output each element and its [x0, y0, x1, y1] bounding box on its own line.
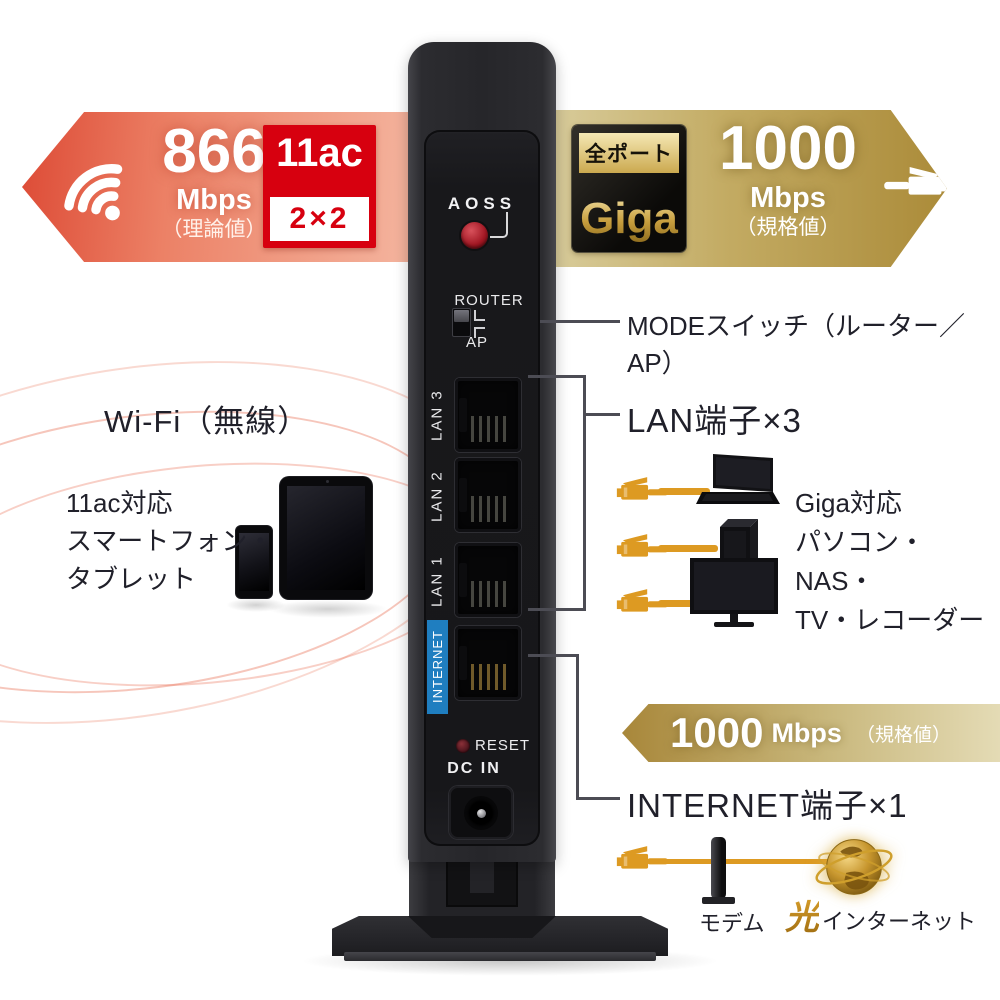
mode-switch-tick-bottom [474, 327, 485, 338]
internet-callout-stub [576, 797, 620, 800]
lan-cable [658, 545, 718, 552]
lan-cable [658, 488, 710, 495]
tablet-icon [280, 477, 372, 599]
wifi-speed-value: 866 [162, 117, 266, 186]
wifi-devices-line1: 11ac対応 [66, 488, 173, 518]
aoss-label: AOSS [447, 194, 517, 213]
giga-devices-text: Giga対応 パソコン・NAS・ TV・レコーダー [795, 484, 1000, 640]
phone-shadow [226, 598, 286, 612]
giga-speed-value: 1000 [719, 114, 857, 183]
badge-11ac: 11ac 2×2 [263, 125, 376, 248]
lan3-port [455, 378, 521, 452]
reset-button [456, 739, 470, 753]
mode-callout-text: MODEスイッチ（ルーター／AP） [627, 311, 966, 378]
giga-devices-line1: Giga対応 [795, 488, 902, 518]
wifi-speed-ribbon: 866 Mbps （理論値） 11ac 2×2 [22, 112, 410, 262]
internet-port [455, 626, 521, 700]
lan-cable [658, 600, 704, 607]
dc-in-jack [449, 786, 513, 839]
internet-cable [658, 859, 834, 864]
lan-callout-text: LAN端子×3 [627, 402, 802, 439]
giga-badge-label: Giga [572, 194, 686, 244]
internet-globe-icon [813, 826, 895, 908]
badge-11ac-bottom: 2×2 [270, 197, 369, 241]
aoss-bracket-line [490, 212, 508, 238]
dc-in-label: DC IN [447, 760, 501, 777]
wifi-section-title: Wi-Fi（無線） [104, 404, 310, 439]
internet-bracket-vertical [576, 654, 579, 800]
giga-speed-ribbon: 全ポート Giga 1000 Mbps （規格値） [545, 110, 947, 267]
giga-badge: 全ポート Giga [572, 125, 686, 252]
wifi-speed-text: 866 Mbps （理論値） [134, 120, 294, 244]
hikari-label: 光 [785, 890, 819, 939]
modem-icon [711, 837, 726, 899]
lan1-label: LAN 1 [428, 555, 446, 608]
internet-callout-text: INTERNET端子×1 [627, 787, 908, 824]
giga-badge-tag: 全ポート [579, 133, 679, 173]
modem-base [702, 897, 735, 904]
internet-speed-ribbon: 1000 Mbps （規格値） [622, 704, 1000, 762]
internet-speed-value: 1000 [670, 709, 764, 756]
mode-switch-ap-label: AP [465, 334, 488, 351]
reset-label: RESET [475, 737, 531, 754]
mode-callout-line [540, 320, 620, 323]
giga-speed-text: 1000 Mbps （規格値） [693, 116, 883, 242]
mode-switch-knob [454, 310, 469, 322]
laptop-icon [696, 452, 780, 510]
giga-devices-line2: パソコン・NAS・ [795, 527, 926, 596]
lan2-label: LAN 2 [428, 470, 446, 523]
lan1-port [455, 543, 521, 617]
mode-switch-router-label: ROUTER [454, 292, 524, 309]
internet-port-label: INTERNET [427, 620, 448, 714]
internet-speed-unit: Mbps [771, 717, 842, 748]
giga-devices-line3: TV・レコーダー [795, 605, 985, 635]
wifi-devices-line2: スマートフォン・ [66, 526, 274, 556]
stand-base-wedge [408, 916, 556, 938]
lan-callout-stub [583, 413, 620, 416]
wifi-speed-note: （理論値） [161, 218, 267, 241]
giga-speed-note: （規格値） [735, 216, 841, 239]
smartphone-icon [236, 526, 272, 598]
modem-label: モデム [699, 911, 765, 936]
wifi-devices-line3: タブレット [66, 564, 197, 594]
internet-speed-note: （規格値） [855, 724, 951, 746]
lan-bracket-bottom [528, 608, 586, 611]
ethernet-plug-icon [875, 166, 957, 202]
lan-bracket-vertical [583, 375, 586, 611]
lan2-port [455, 458, 521, 532]
mode-switch [452, 308, 471, 337]
aoss-button [461, 222, 488, 249]
wifi-speed-unit: Mbps [176, 184, 252, 216]
tv-icon [690, 558, 778, 630]
stand-base-plate [344, 952, 656, 961]
mode-switch-tick-top [474, 310, 485, 321]
lan3-label: LAN 3 [428, 389, 446, 441]
giga-speed-unit: Mbps [750, 182, 826, 214]
internet-bracket-tick [528, 654, 578, 657]
wifi-devices-text: 11ac対応 スマートフォン・ タブレット [66, 484, 273, 598]
lan-bracket-top [528, 375, 586, 378]
hikari-internet-label: インターネット [822, 909, 977, 934]
badge-11ac-top: 11ac [276, 131, 363, 175]
tablet-shadow [268, 600, 388, 618]
wifi-icon [47, 139, 142, 234]
